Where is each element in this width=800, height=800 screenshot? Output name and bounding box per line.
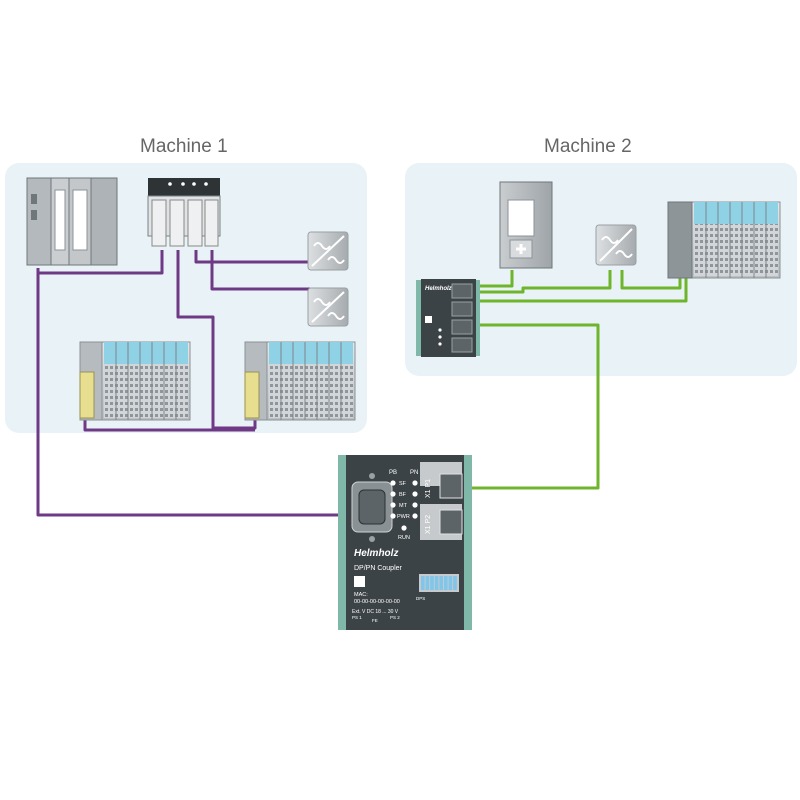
profibus-cable-plc-to-drive — [38, 250, 164, 275]
profibus-cable-drive-to-motor1 — [194, 250, 310, 264]
pn-led-column-label: PN — [410, 470, 418, 476]
mac-value: 00-00-00-00-00-00 — [354, 599, 400, 605]
port-1-label: X1 P1 — [425, 479, 432, 498]
profinet-cable-switch-to-io — [480, 278, 688, 303]
mac-label: MAC: — [354, 592, 368, 598]
dp-led-column-label: PB — [389, 470, 397, 476]
coupler-brand: Helmholz — [354, 548, 398, 559]
profibus-cables — [36, 250, 362, 517]
profibus-cable-drive-to-motor2 — [210, 250, 310, 291]
profinet-cable-coupler-to-switch — [462, 323, 600, 490]
network-switch: Helmholz — [416, 279, 480, 357]
ps2-label: PS 2 — [390, 615, 400, 620]
motor-icon — [595, 224, 637, 266]
profibus-cable-drive-to-io2 — [176, 250, 257, 430]
led-label: PWR — [397, 514, 410, 520]
run-label: RUN — [398, 535, 410, 541]
io-station — [244, 341, 356, 421]
plc-cpu — [26, 177, 118, 266]
profibus-cable-io1-to-io2 — [83, 418, 255, 432]
io-station — [667, 201, 781, 279]
profinet-cable-drive-to-io — [620, 270, 682, 290]
motor-icon — [307, 231, 349, 271]
led-label: SF — [399, 481, 407, 487]
hmi-panel — [499, 181, 553, 269]
profinet-cables — [462, 270, 688, 490]
io-station — [79, 341, 191, 421]
dip-label: DPS — [416, 596, 425, 601]
port-2-label: X1 P2 — [425, 515, 432, 534]
profinet-cable-switch-to-hmi — [480, 270, 514, 288]
power-label: Ext. V DC 18 ... 30 V — [352, 609, 399, 615]
led-label: MT — [399, 503, 408, 509]
machine-2-title: Machine 2 — [544, 136, 632, 157]
ps1-label: PS 1 — [352, 615, 362, 620]
led-label: BF — [399, 492, 407, 498]
drive-unit — [147, 178, 221, 247]
coupler-product: DP/PN Coupler — [354, 565, 403, 572]
profibus-cable-plc-to-coupler — [36, 268, 362, 517]
profinet-cable-switch-to-drive — [480, 270, 612, 294]
dp-pn-coupler: X1 P1 X1 P2 PB PN SF BF MT PWR RUN Helmh… — [338, 455, 472, 630]
machine-1-title: Machine 1 — [140, 136, 228, 157]
fe-label: FE — [372, 618, 378, 623]
motor-icon — [307, 287, 349, 327]
switch-brand: Helmholz — [425, 286, 452, 292]
